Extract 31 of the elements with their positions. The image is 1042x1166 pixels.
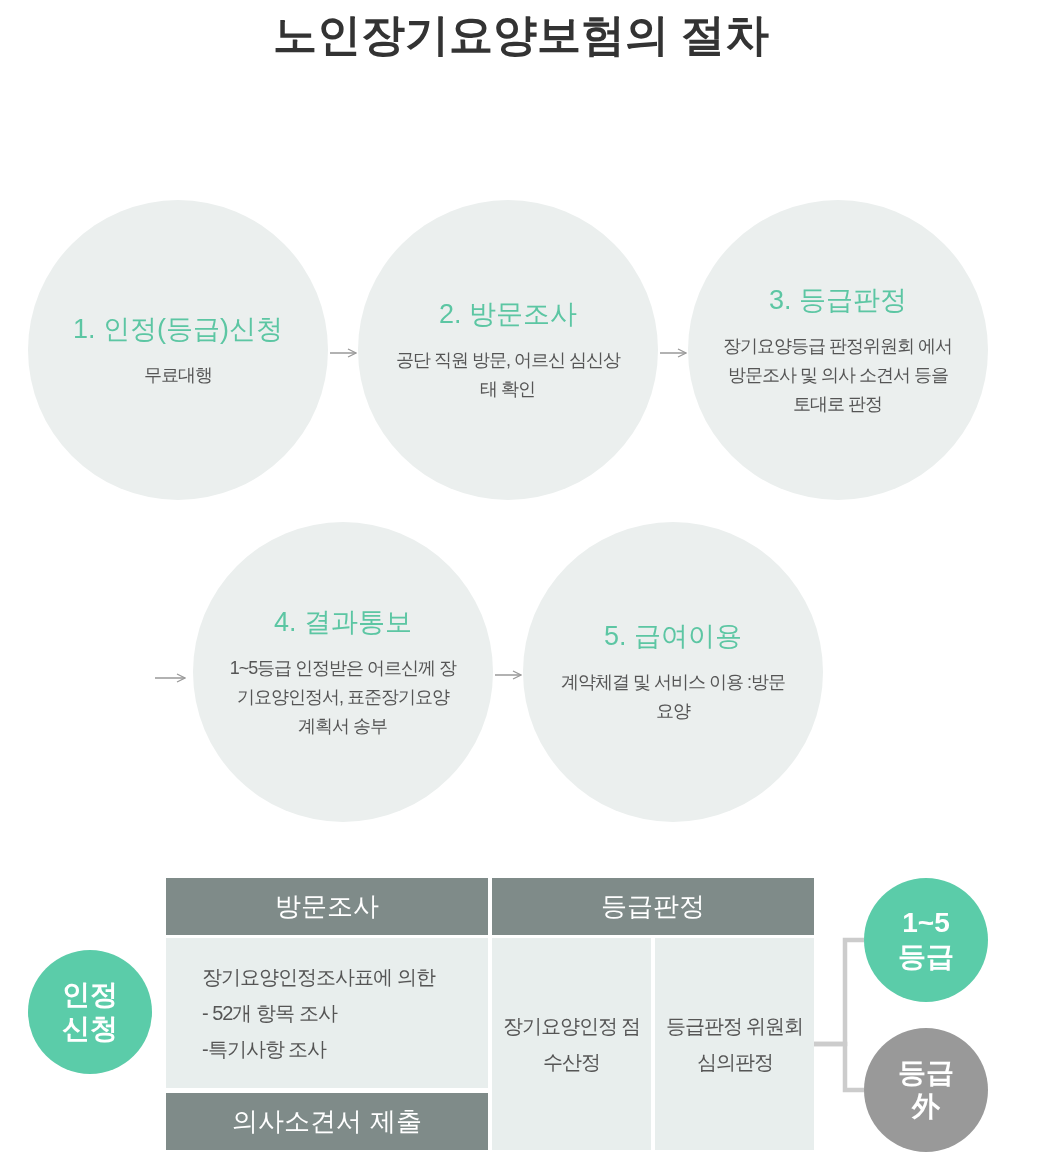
panel-text: 등급판정 위원회 심의판정 <box>664 1014 805 1075</box>
step-title: 4. 결과통보 <box>274 605 412 639</box>
result-label: 인정 신청 <box>61 978 119 1046</box>
step-description: 장기요양등급 판정위원회 에서 방문조사 및 의사 소견서 등을 토대로 판정 <box>722 334 954 416</box>
panel-text: - 52개 항목 조사 <box>201 1001 339 1026</box>
header-bar <box>166 1093 488 1150</box>
header-text: 의사소견서 제출 <box>232 1105 422 1138</box>
header-text: 등급판정 <box>601 890 705 923</box>
header-bar <box>166 878 488 935</box>
step-title: 1. 인정(등급)신청 <box>73 312 283 346</box>
bracket-line <box>814 1041 864 1093</box>
step-description: 계약체결 및 서비스 이용 :방문요양 <box>560 671 786 723</box>
step-title: 5. 급여이용 <box>604 620 742 653</box>
panel-text: 장기요양인정 점수산정 <box>501 1014 642 1075</box>
table-panel <box>655 938 814 1150</box>
step-title: 2. 방문조사 <box>439 298 577 331</box>
arrow <box>659 348 687 358</box>
header-text: 방문조사 <box>275 890 379 923</box>
header-bar <box>492 878 814 935</box>
arrow <box>154 673 186 683</box>
panel-text: -특기사항 조사 <box>201 1037 328 1062</box>
step-description: 1~5등급 인정받은 어르신께 장기요양인정서, 표준장기요양 계획서 송부 <box>228 656 458 738</box>
step-title: 3. 등급판정 <box>769 283 907 317</box>
step-description: 무료대행 <box>144 363 212 387</box>
arrow <box>329 348 357 358</box>
result-label: 등급 外 <box>897 1056 955 1124</box>
panel-text: 장기요양인정조사표에 의한 <box>201 965 437 990</box>
diagram-title: 노인장기요양보험의 절차 <box>271 9 771 61</box>
step-description: 공단 직원 방문, 어르신 심신상태 확인 <box>395 349 622 401</box>
arrow <box>494 670 522 680</box>
result-label: 1~5 등급 <box>897 906 955 974</box>
